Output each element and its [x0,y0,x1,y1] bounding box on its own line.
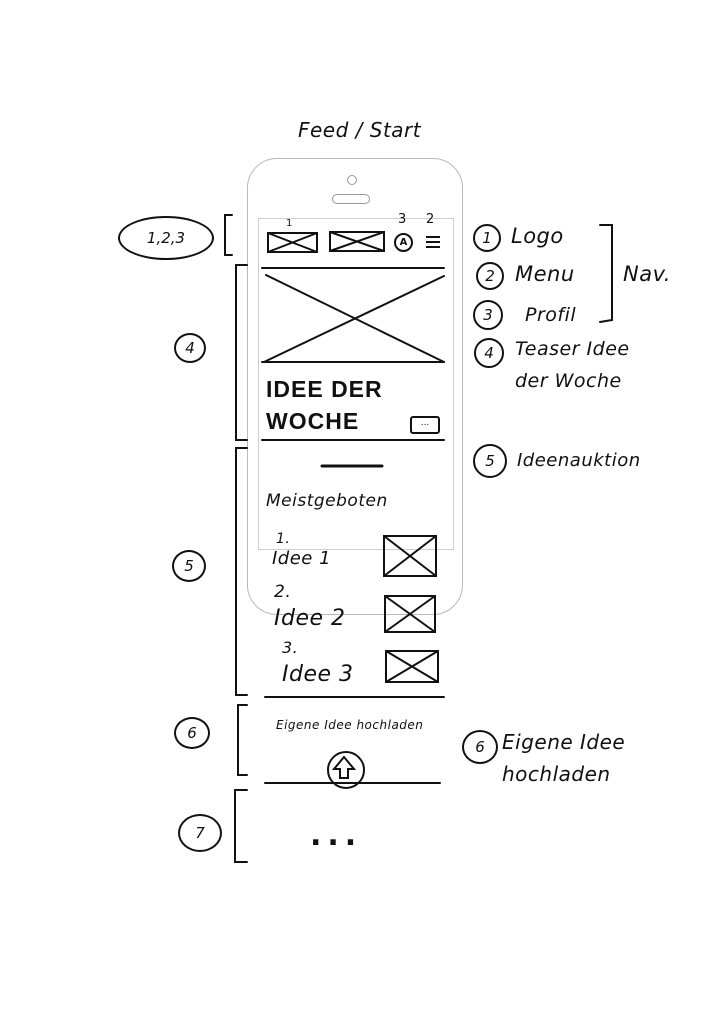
legend-num-2: 2 [476,262,504,290]
profile-icon[interactable]: A [394,233,413,252]
idea-rank-2: 2. [274,582,292,602]
speaker-slot [332,194,370,204]
legend-num-1: 1 [473,224,501,252]
label-header-group-text: 1,2,3 [146,229,186,247]
idea-rank-3: 3. [282,638,299,657]
label-section-4: 4 [174,333,206,363]
legend-auction: Ideenauktion [517,450,641,471]
upload-icon[interactable] [327,751,365,789]
idea-thumb-1 [383,535,437,577]
bracket-more [234,789,248,863]
bracket-header [224,214,233,256]
auction-heading: Meistgeboten [266,491,388,511]
legend-profil: Profil [525,304,577,326]
label-header-group: 1,2,3 [118,216,214,260]
more-ellipsis: ... [310,818,363,853]
header-num-profile: 3 [398,212,407,227]
legend-teaser-line1: Teaser Idee [515,338,630,360]
bracket-upload [237,704,248,776]
legend-num-3: 3 [473,300,503,330]
teaser-image-placeholder [261,274,445,363]
header-num-menu: 2 [426,212,435,227]
phone-screen-outline [258,218,454,550]
idea-rank-1: 1. [276,531,291,547]
idea-name-3[interactable]: Idee 3 [282,662,354,687]
label-section-6: 6 [174,717,210,749]
idea-name-2[interactable]: Idee 2 [274,606,346,631]
legend-menu: Menu [515,262,575,286]
upload-label: Eigene Idee hochladen [276,718,424,732]
banner-placeholder [329,231,385,252]
page-title: Feed / Start [298,118,422,142]
label-section-7: 7 [178,814,222,852]
teaser-more-button[interactable]: ... [410,416,440,434]
legend-num-4: 4 [474,338,504,368]
idea-thumb-2 [384,595,436,633]
legend-upload-line1: Eigene Idee [502,730,626,754]
teaser-title-line2: WOCHE [266,408,360,434]
idea-name-1[interactable]: Idee 1 [272,548,332,569]
legend-upload-line2: hochladen [502,762,611,786]
camera-dot [347,175,357,185]
header-num-logo: 1 [286,218,293,229]
idea-thumb-3 [385,650,439,683]
legend-nav: Nav. [623,262,671,286]
legend-teaser-line2: der Woche [515,370,622,392]
logo-placeholder [267,232,318,253]
legend-num-6: 6 [462,730,498,764]
bracket-nav [599,224,613,323]
bracket-auction [235,447,248,696]
legend-num-5: 5 [473,444,507,478]
label-section-5: 5 [172,550,206,582]
legend-logo: Logo [511,224,564,248]
phone-frame [247,158,463,615]
bracket-teaser [235,264,248,441]
teaser-title-line1: IDEE DER [266,376,383,402]
menu-icon[interactable] [426,236,440,248]
